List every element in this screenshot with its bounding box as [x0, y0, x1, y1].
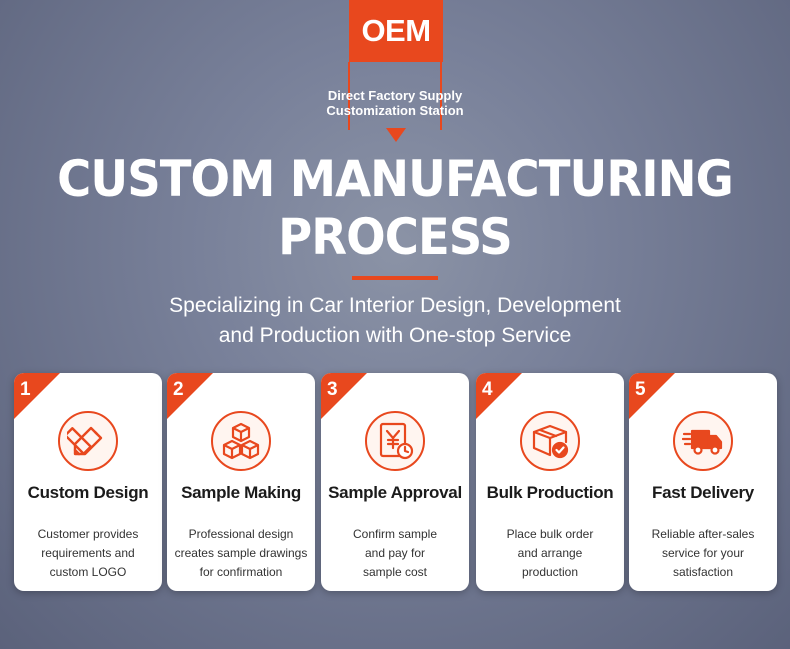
package-check-icon: [520, 411, 580, 471]
delivery-truck-icon: [673, 411, 733, 471]
step-card-sample-approval: 3 Sample Approval Confirm sample and pay…: [321, 373, 469, 591]
step-card-custom-design: 1 Custom Design Customer provides requir…: [14, 373, 162, 591]
step-number: 4: [482, 379, 493, 400]
step-title: Sample Approval: [328, 483, 462, 502]
step-description: Reliable after-sales service for your sa…: [633, 525, 773, 582]
yen-clock-icon: [365, 411, 425, 471]
title-underline: [352, 276, 438, 280]
page-title: CUSTOM MANUFACTURING PROCESS: [28, 150, 763, 266]
step-number-corner: [629, 373, 675, 419]
step-title: Sample Making: [181, 483, 301, 502]
oem-badge: OEM: [349, 0, 443, 62]
step-title: Custom Design: [27, 483, 149, 502]
step-number: 5: [635, 379, 646, 400]
step-number-corner: [321, 373, 367, 419]
step-card-sample-making: 2 Sample Making Professional design crea…: [167, 373, 315, 591]
step-number: 2: [173, 379, 184, 400]
desc-line: Confirm sample: [352, 527, 438, 541]
desc-line: service for your: [661, 546, 745, 560]
subtitle-line-1: Specializing in Car Interior Design, Dev…: [169, 294, 621, 317]
step-number: 3: [327, 379, 338, 400]
desc-line: for confirmation: [199, 565, 283, 579]
step-number-corner: [167, 373, 213, 419]
step-description: Place bulk order and arrange production: [480, 525, 620, 582]
page-subtitle: Specializing in Car Interior Design, Dev…: [0, 291, 790, 351]
desc-line: creates sample drawings: [174, 546, 308, 560]
desc-line: and pay for: [364, 546, 426, 560]
title-line-2: PROCESS: [278, 208, 513, 266]
pencil-ruler-icon: [58, 411, 118, 471]
desc-line: Place bulk order: [506, 527, 594, 541]
step-title: Fast Delivery: [652, 483, 754, 502]
title-line-1: CUSTOM MANUFACTURING: [57, 150, 734, 208]
step-description: Customer provides requirements and custo…: [18, 525, 158, 582]
step-title: Bulk Production: [486, 483, 614, 502]
step-description: Professional design creates sample drawi…: [171, 525, 311, 582]
down-arrow-icon: [386, 128, 406, 142]
desc-line: Reliable after-sales: [651, 527, 755, 541]
desc-line: satisfaction: [672, 565, 734, 579]
boxes-icon: [211, 411, 271, 471]
tagline-line-2: Customization Station: [326, 103, 464, 118]
step-card-fast-delivery: 5 Fast Delivery Reliable after-sales ser…: [629, 373, 777, 591]
desc-line: and arrange: [517, 546, 583, 560]
step-number: 1: [20, 379, 31, 400]
step-card-bulk-production: 4 Bulk Production Place bulk order and a…: [476, 373, 624, 591]
desc-line: Customer provides: [37, 527, 139, 541]
tagline-line-1: Direct Factory Supply: [327, 88, 463, 103]
desc-line: sample cost: [362, 565, 428, 579]
step-number-corner: [14, 373, 60, 419]
oem-frame: [348, 62, 442, 130]
desc-line: custom LOGO: [49, 565, 127, 579]
desc-line: production: [521, 565, 579, 579]
step-number-corner: [476, 373, 522, 419]
desc-line: Professional design: [188, 527, 294, 541]
step-description: Confirm sample and pay for sample cost: [325, 525, 465, 582]
desc-line: requirements and: [41, 546, 135, 560]
subtitle-line-2: and Production with One-stop Service: [218, 324, 572, 347]
tagline: Direct Factory Supply Customization Stat…: [305, 88, 485, 118]
